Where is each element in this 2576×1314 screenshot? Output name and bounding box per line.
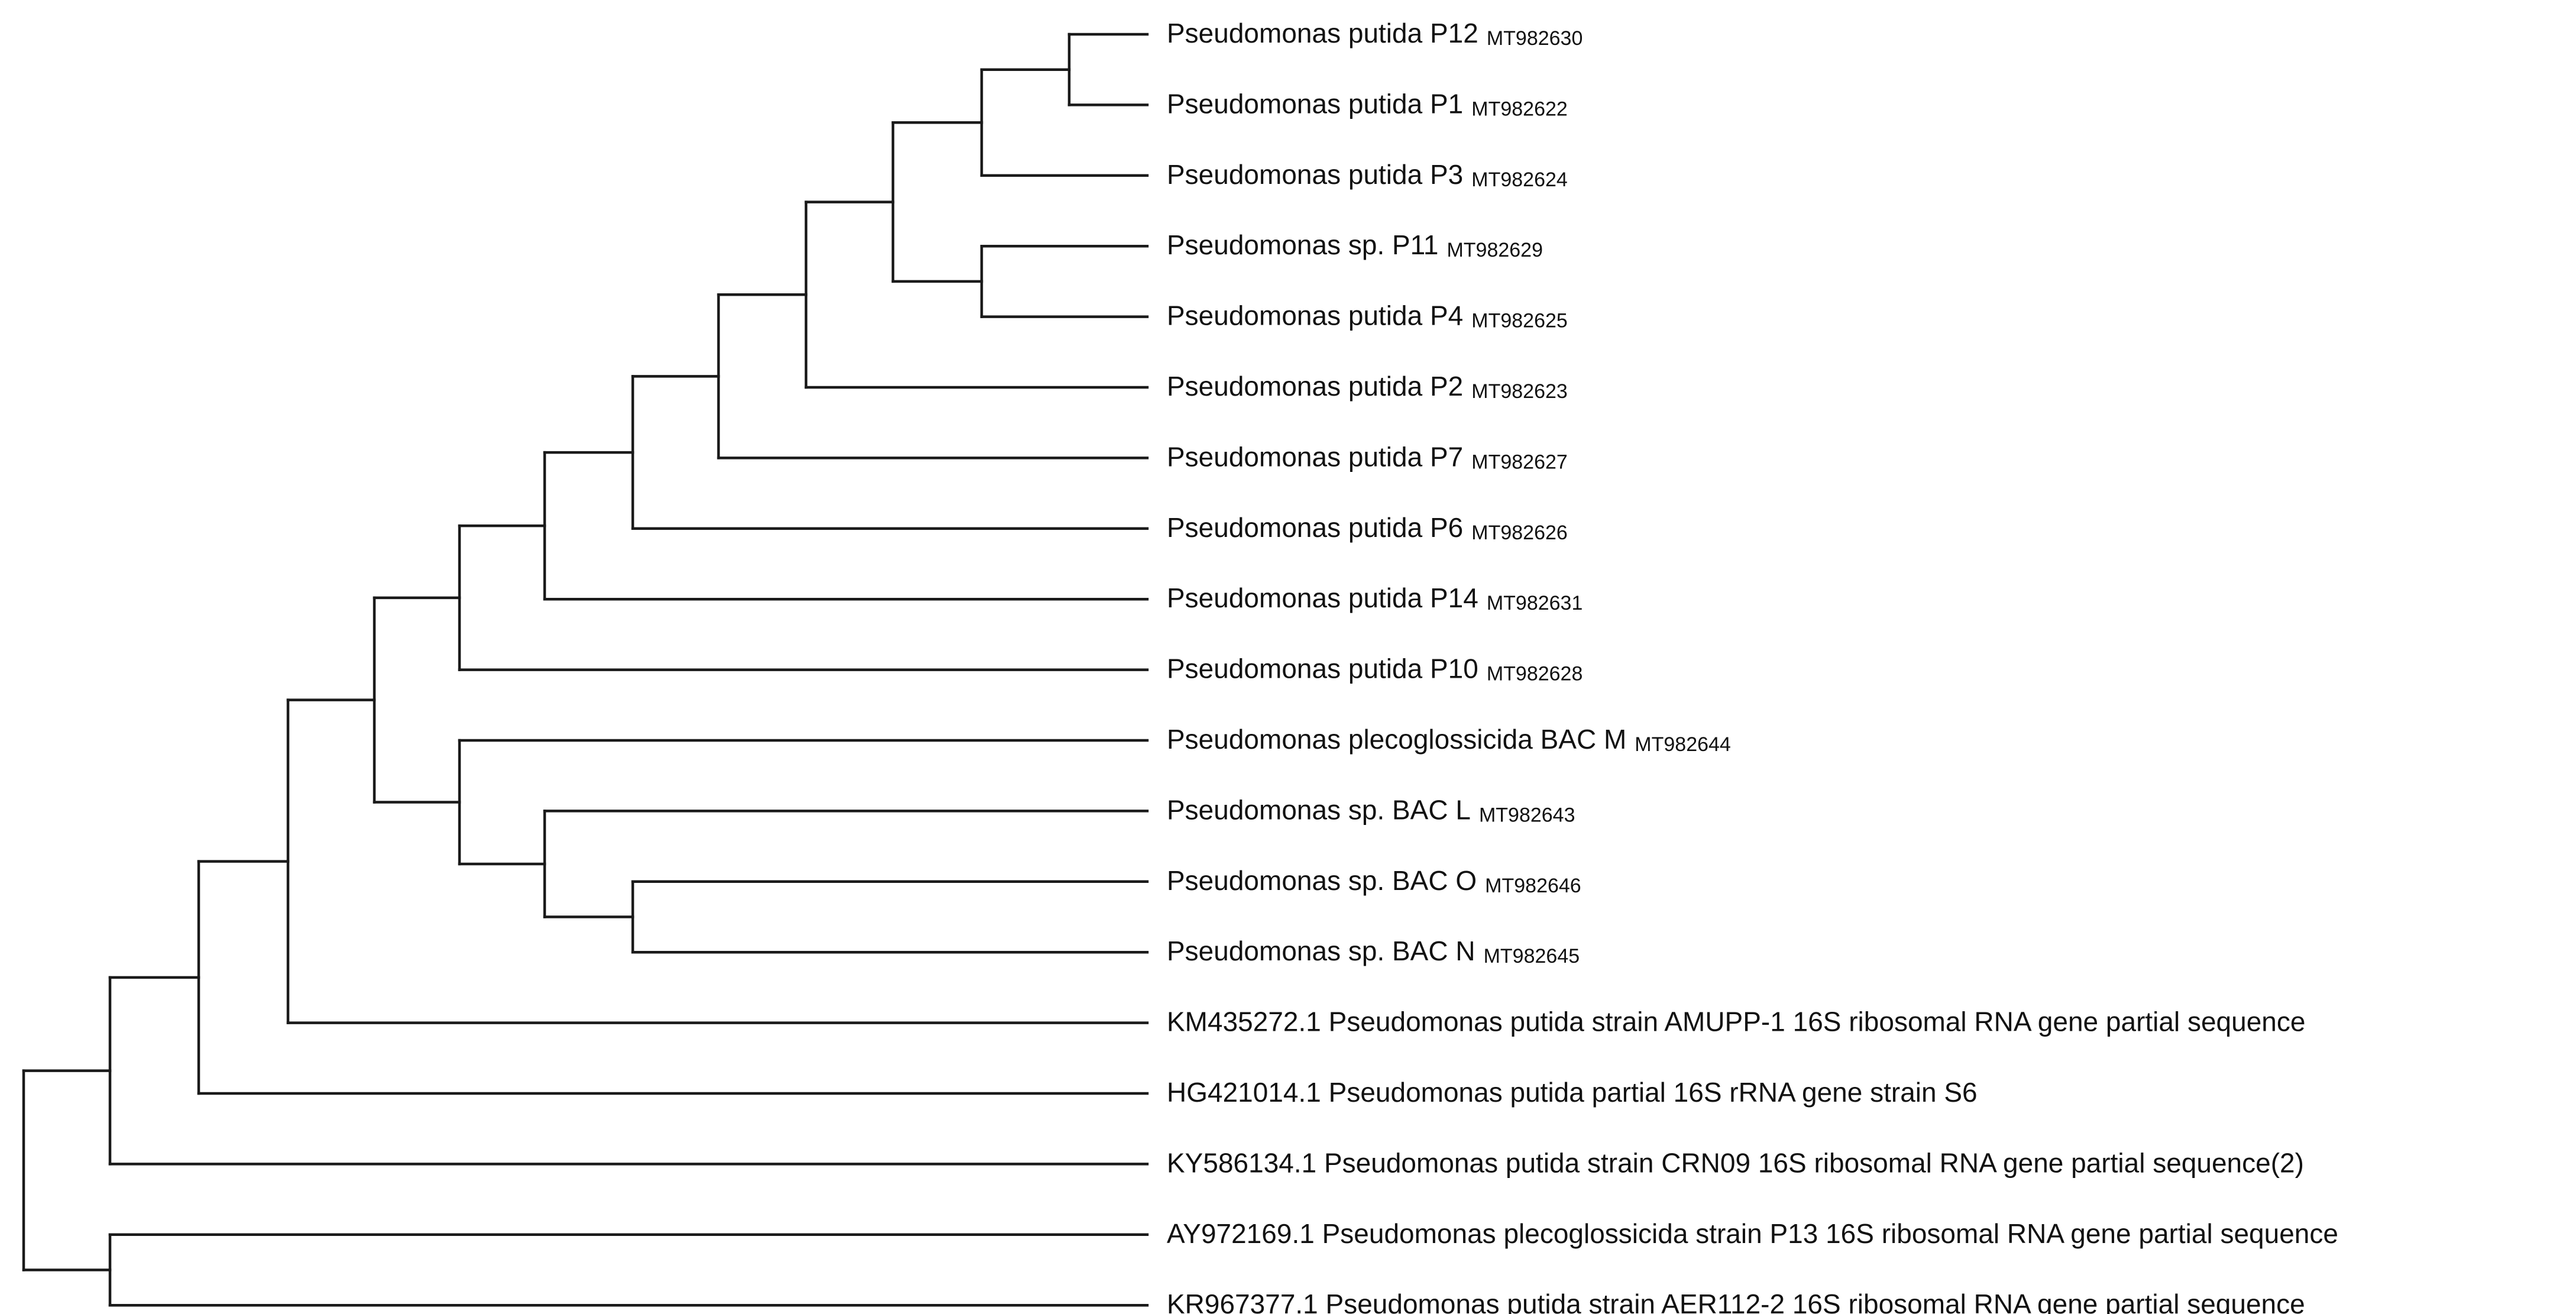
tip-label: HG421014.1 Pseudomonas putida partial 16…	[1167, 1077, 1978, 1108]
taxon-name: Pseudomonas putida P1	[1167, 88, 1463, 119]
tip-label: Pseudomonas putida P3 MT982624	[1167, 159, 1568, 191]
accession-number: MT982627	[1471, 451, 1568, 473]
taxon-name: Pseudomonas sp. BAC O	[1167, 865, 1477, 896]
tip-label: Pseudomonas sp. P11 MT982629	[1167, 229, 1543, 261]
tip-label: Pseudomonas putida P4 MT982625	[1167, 300, 1568, 332]
accession-number: MT982622	[1471, 98, 1568, 120]
taxon-name: Pseudomonas sp. P11	[1167, 229, 1438, 260]
taxon-name: Pseudomonas putida P6	[1167, 512, 1463, 543]
tip-label: Pseudomonas sp. BAC L MT982643	[1167, 794, 1575, 826]
tip-label: Pseudomonas putida P10 MT982628	[1167, 653, 1583, 685]
accession-number: MT982643	[1479, 804, 1575, 826]
tip-label: Pseudomonas plecoglossicida BAC M MT98264…	[1167, 724, 1731, 756]
taxon-name: KM435272.1 Pseudomonas putida strain AMU…	[1167, 1006, 2305, 1037]
tip-label: Pseudomonas putida P7 MT982627	[1167, 441, 1568, 473]
taxon-name: Pseudomonas sp. BAC N	[1167, 936, 1475, 966]
accession-number: MT982628	[1487, 663, 1583, 685]
accession-number: MT982646	[1485, 875, 1581, 897]
taxon-name: Pseudomonas putida P10	[1167, 653, 1478, 684]
accession-number: MT982630	[1487, 27, 1583, 50]
accession-number: MT982644	[1635, 733, 1731, 756]
taxon-name: AY972169.1 Pseudomonas plecoglossicida s…	[1167, 1218, 2338, 1249]
taxon-name: Pseudomonas putida P3	[1167, 159, 1463, 190]
tip-label: Pseudomonas sp. BAC O MT982646	[1167, 865, 1581, 897]
accession-number: MT982631	[1487, 592, 1583, 614]
taxon-name: Pseudomonas putida P7	[1167, 441, 1463, 472]
taxon-name: HG421014.1 Pseudomonas putida partial 16…	[1167, 1077, 1978, 1108]
taxon-name: Pseudomonas putida P2	[1167, 371, 1463, 402]
accession-number: MT982645	[1484, 945, 1580, 967]
tip-label: Pseudomonas putida P12 MT982630	[1167, 18, 1583, 50]
taxon-name: Pseudomonas sp. BAC L	[1167, 794, 1471, 825]
accession-number: MT982629	[1446, 239, 1543, 261]
accession-number: MT982623	[1471, 380, 1568, 403]
taxon-name: Pseudomonas putida P14	[1167, 582, 1478, 613]
tree-branches	[22, 33, 1149, 1307]
taxon-name: KR967377.1 Pseudomonas putida strain AER…	[1167, 1289, 2305, 1314]
tip-label: KM435272.1 Pseudomonas putida strain AMU…	[1167, 1006, 2305, 1037]
tip-label: AY972169.1 Pseudomonas plecoglossicida s…	[1167, 1218, 2338, 1249]
accession-number: MT982626	[1471, 522, 1568, 544]
tip-label: KR967377.1 Pseudomonas putida strain AER…	[1167, 1289, 2305, 1314]
accession-number: MT982624	[1471, 169, 1568, 191]
tip-label: Pseudomonas putida P1 MT982622	[1167, 88, 1568, 120]
taxon-name: Pseudomonas plecoglossicida BAC M	[1167, 724, 1626, 755]
taxon-name: Pseudomonas putida P4	[1167, 300, 1463, 331]
tip-label: Pseudomonas sp. BAC N MT982645	[1167, 936, 1580, 967]
tip-label: Pseudomonas putida P6 MT982626	[1167, 512, 1568, 544]
accession-number: MT982625	[1471, 310, 1568, 332]
tip-label: Pseudomonas putida P2 MT982623	[1167, 371, 1568, 403]
tip-label: Pseudomonas putida P14 MT982631	[1167, 582, 1583, 614]
tip-label: KY586134.1 Pseudomonas putida strain CRN…	[1167, 1147, 2304, 1178]
taxon-name: KY586134.1 Pseudomonas putida strain CRN…	[1167, 1147, 2304, 1178]
taxon-name: Pseudomonas putida P12	[1167, 18, 1478, 48]
